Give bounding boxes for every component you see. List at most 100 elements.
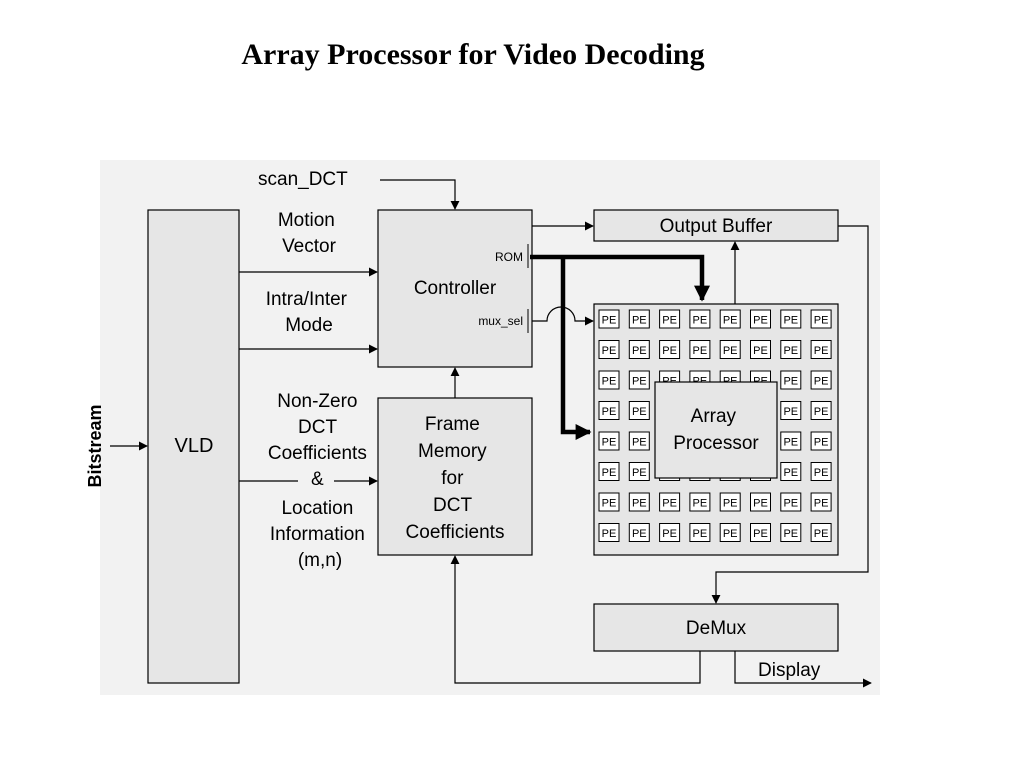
pe-cell: PE — [780, 401, 802, 420]
pe-cell-label: PE — [693, 315, 708, 327]
pe-cell-box — [659, 492, 681, 512]
rom-bus — [530, 254, 710, 440]
pe-cell-box — [659, 523, 681, 542]
pe-cell: PE — [689, 523, 711, 542]
pe-cell: PE — [689, 492, 711, 512]
pe-cell-label: PE — [814, 376, 829, 388]
pe-cell-box — [628, 462, 650, 481]
pe-cell-box — [810, 370, 832, 390]
pe-cell: PE — [810, 462, 832, 481]
nonzero-line-4: & — [311, 469, 324, 490]
pe-cell: PE — [659, 309, 681, 329]
frame-memory-line-3: for — [441, 468, 464, 489]
nonzero-line-2: DCT — [298, 417, 337, 438]
pe-cell-label: PE — [783, 406, 798, 418]
pe-cell-box — [750, 492, 771, 512]
pe-cell: PE — [598, 431, 620, 451]
pe-cell: PE — [810, 431, 832, 451]
pe-cell-box — [598, 340, 620, 359]
pe-cell: PE — [719, 340, 741, 359]
array-processor-line-2: Processor — [673, 433, 759, 454]
pe-cell-box — [689, 492, 711, 512]
pe-cell-box — [598, 370, 620, 390]
pe-cell-label: PE — [814, 498, 829, 510]
pe-cell-box — [598, 492, 620, 512]
pe-cell-box — [719, 340, 741, 359]
pe-cell-label: PE — [693, 498, 708, 510]
intra-inter-line-2: Mode — [285, 315, 333, 336]
pe-cell: PE — [780, 431, 802, 451]
scan-dct-label: scan_DCT — [258, 169, 348, 190]
motion-vector-line-1: Motion — [278, 210, 335, 231]
rom-port-label: ROM — [495, 250, 523, 264]
pe-cell-label: PE — [783, 376, 798, 388]
pe-cell-label: PE — [662, 498, 677, 510]
pe-cell: PE — [628, 462, 650, 481]
pe-cell: PE — [810, 370, 832, 390]
pe-cell-label: PE — [602, 467, 617, 479]
pe-cell-label: PE — [723, 498, 738, 510]
pe-cell-label: PE — [783, 345, 798, 357]
pe-cell-label: PE — [723, 315, 738, 327]
mux-sel-port-label: mux_sel — [478, 314, 523, 328]
pe-cell-box — [628, 523, 650, 542]
pe-cell-box — [810, 309, 832, 329]
pe-cell-label: PE — [693, 528, 708, 540]
pe-cell-box — [628, 492, 650, 512]
pe-cell-box — [750, 523, 771, 542]
pe-cell-box — [780, 431, 802, 451]
output-buffer-label: Output Buffer — [660, 216, 773, 237]
pe-cell: PE — [598, 340, 620, 359]
pe-cell: PE — [810, 492, 832, 512]
pe-cell: PE — [810, 309, 832, 329]
frame-memory-line-1: Frame — [425, 414, 480, 435]
display-arrow — [734, 651, 872, 688]
scan-dct-arrow — [380, 179, 460, 210]
pe-cell-label: PE — [723, 345, 738, 357]
motion-vector-line-2: Vector — [282, 236, 337, 257]
pe-cell: PE — [628, 370, 650, 390]
pe-cell-box — [719, 309, 741, 329]
pe-cell: PE — [628, 401, 650, 420]
rom-to-array-arrow — [530, 254, 710, 302]
pe-cell-box — [750, 340, 771, 359]
pe-cell-label: PE — [632, 376, 647, 388]
pe-cell-label: PE — [814, 467, 829, 479]
nonzero-line-7: (m,n) — [298, 550, 342, 571]
rom-to-array-side-arrow — [560, 257, 592, 440]
pe-cell: PE — [750, 523, 771, 542]
pe-cell-label: PE — [662, 528, 677, 540]
intra-inter-line-1: Intra/Inter — [266, 289, 348, 310]
pe-cell-box — [780, 523, 802, 542]
pe-cell-box — [598, 523, 620, 542]
controller-block — [377, 209, 533, 368]
output-to-demux-arrow — [711, 225, 869, 604]
pe-cell-label: PE — [783, 467, 798, 479]
pe-cell-label: PE — [632, 345, 647, 357]
pe-cell-box — [810, 492, 832, 512]
pe-cell-box — [689, 340, 711, 359]
demux-block — [593, 603, 839, 652]
connectors — [110, 179, 872, 688]
pe-cell: PE — [628, 340, 650, 359]
pe-cell-box — [810, 431, 832, 451]
pe-cell-label: PE — [632, 315, 647, 327]
pe-cell: PE — [780, 309, 802, 329]
array-processor-line-1: Array — [691, 406, 737, 427]
vld-label: VLD — [175, 435, 214, 457]
pe-cell: PE — [750, 492, 771, 512]
pe-cell-box — [719, 492, 741, 512]
pe-cell-box — [598, 431, 620, 451]
pe-cell: PE — [628, 309, 650, 329]
pe-cell-label: PE — [814, 528, 829, 540]
pe-cell: PE — [780, 370, 802, 390]
pe-cell-box — [628, 340, 650, 359]
bitstream-label: Bitstream — [85, 404, 105, 487]
pe-cell: PE — [628, 431, 650, 451]
pe-cell-label: PE — [723, 528, 738, 540]
nonzero-line-6: Information — [270, 524, 365, 545]
pe-cell-label: PE — [783, 528, 798, 540]
pe-cell-box — [810, 462, 832, 481]
array-processor-block — [654, 381, 778, 479]
pe-cell-label: PE — [753, 345, 768, 357]
